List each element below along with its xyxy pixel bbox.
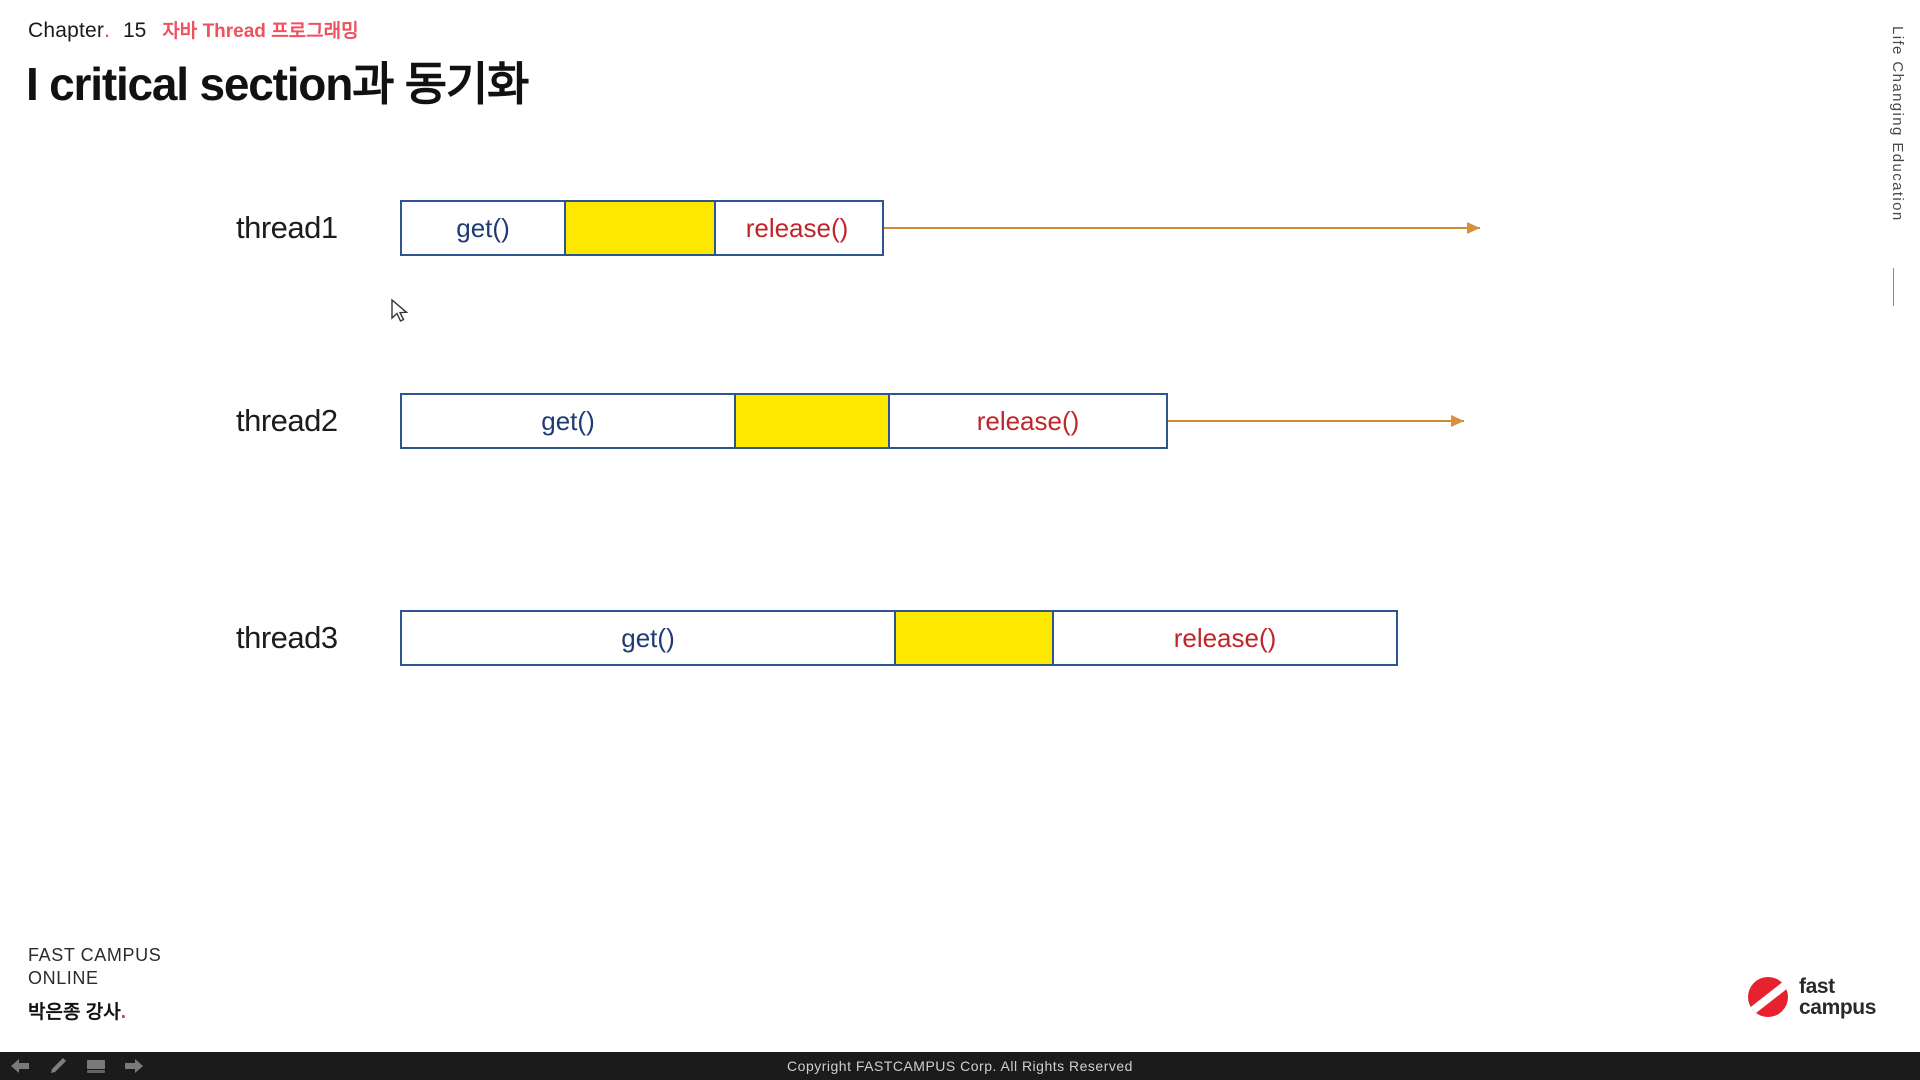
thread-row: thread1 get() release()	[236, 200, 1536, 256]
instructor-name: 박은종 강사.	[28, 997, 161, 1024]
thread-timeline-bar: get() release()	[400, 393, 1168, 449]
segment-release: release()	[745, 212, 849, 243]
segment-get: get()	[456, 212, 510, 243]
pen-tool-icon[interactable]	[47, 1056, 69, 1076]
brand-line-2: ONLINE	[28, 968, 99, 988]
brand-block: FAST CAMPUS ONLINE 박은종 강사.	[28, 944, 161, 1024]
thread-timeline-bar: get() release()	[400, 610, 1398, 666]
screen-icon[interactable]	[85, 1056, 107, 1076]
chapter-number: 15	[122, 19, 147, 42]
segment-critical-section	[564, 202, 716, 254]
instructor-name-text: 박은종 강사	[28, 1002, 121, 1023]
copyright-bar: Copyright FASTCAMPUS Corp. All Rights Re…	[0, 1052, 1920, 1080]
arrow-head-icon	[1451, 415, 1464, 427]
segment-get: get()	[621, 622, 675, 653]
mouse-cursor	[391, 298, 409, 322]
thread-label: thread2	[236, 403, 338, 438]
logo-text-top: fast	[1799, 975, 1835, 998]
thread-label: thread3	[236, 620, 338, 655]
copyright-text: Copyright FASTCAMPUS Corp. All Rights Re…	[787, 1058, 1133, 1074]
brand-line-1: FAST CAMPUS	[28, 945, 162, 965]
chapter-word: Chapter	[28, 19, 105, 42]
previous-slide-icon[interactable]	[9, 1056, 31, 1076]
tagline: Life Changing Education	[1889, 26, 1906, 222]
instructor-name-dot: .	[120, 1002, 126, 1023]
timeline-arrow	[884, 222, 1480, 234]
thread-timeline-bar: get() release()	[400, 200, 884, 256]
segment-critical-section	[734, 395, 890, 447]
fastcampus-mark-icon	[1748, 977, 1789, 1017]
arrow-head-icon	[1467, 222, 1480, 234]
arrow-line	[1168, 420, 1464, 422]
chapter-topic: 자바 Thread 프로그래밍	[162, 21, 359, 42]
thread-row: thread3 get() release()	[236, 610, 1536, 666]
timeline-arrow	[1168, 415, 1464, 427]
fastcampus-logo: fast campus	[1748, 976, 1876, 1018]
chapter-dot: .	[104, 19, 110, 42]
thread-label: thread1	[236, 210, 338, 245]
presentation-toolbar[interactable]	[0, 1052, 145, 1080]
thread-row: thread2 get() release()	[236, 393, 1536, 449]
fastcampus-wordmark: fast campus	[1799, 976, 1876, 1018]
tagline-rule	[1893, 268, 1894, 306]
arrow-line	[884, 227, 1480, 229]
segment-critical-section	[894, 612, 1054, 664]
chapter-header: Chapter . 15 자바 Thread 프로그래밍	[28, 16, 359, 43]
segment-release: release()	[976, 405, 1080, 436]
next-slide-icon[interactable]	[123, 1056, 145, 1076]
slide-canvas: Chapter . 15 자바 Thread 프로그래밍 I critical …	[0, 0, 1920, 1052]
page-title: I critical section과 동기화	[26, 58, 529, 110]
logo-text-bottom: campus	[1799, 996, 1876, 1019]
segment-release: release()	[1173, 622, 1277, 653]
segment-get: get()	[541, 405, 595, 436]
